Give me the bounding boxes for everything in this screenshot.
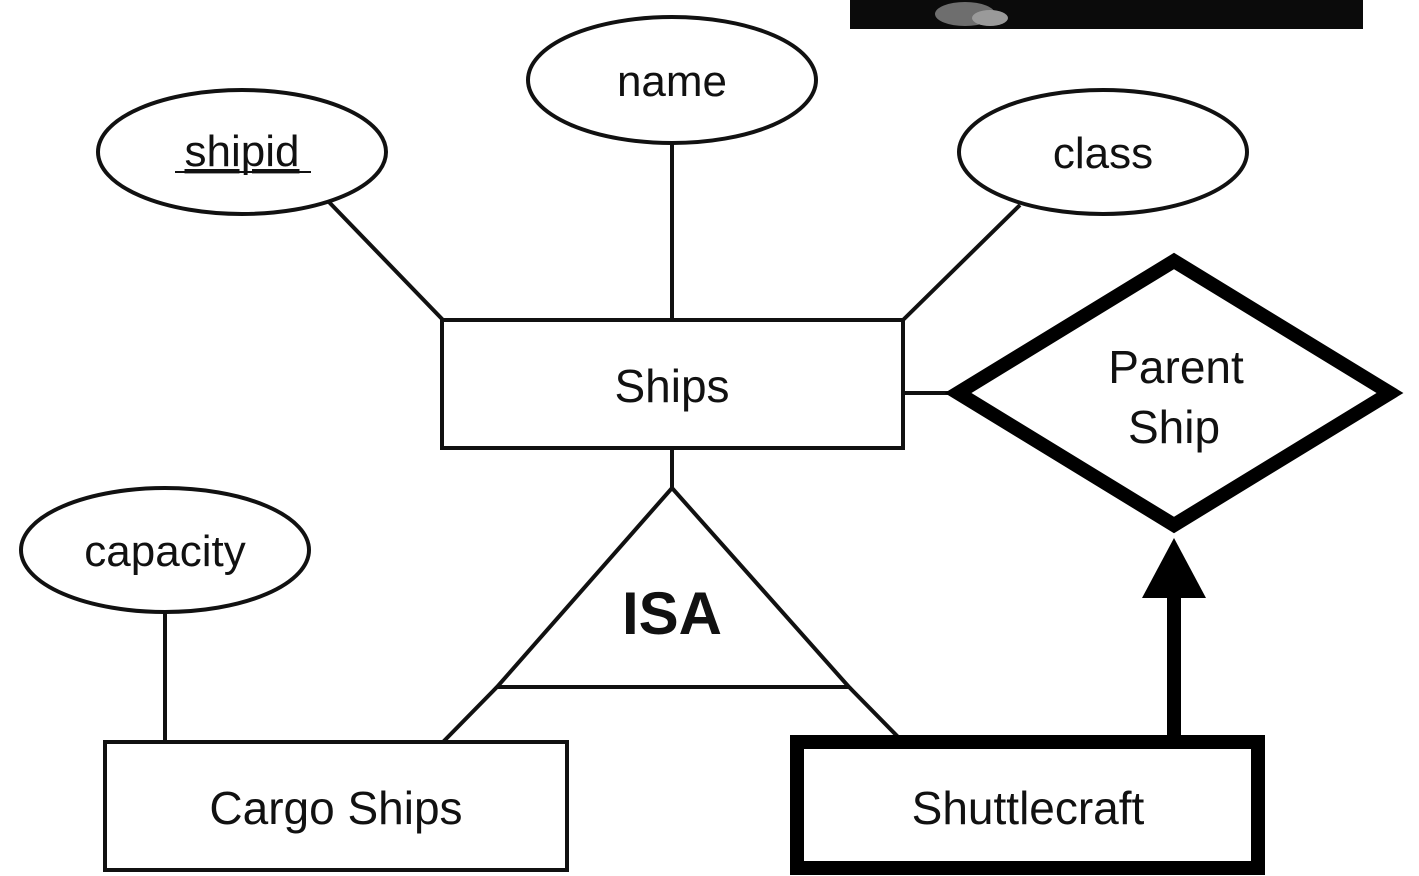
attribute-class-label: class (1053, 129, 1153, 178)
photo-fragment (850, 0, 1363, 29)
attribute-name-label: name (617, 57, 727, 106)
isa-triangle: ISA (492, 484, 854, 689)
attribute-shipid: shipid (96, 88, 388, 216)
relationship-parent-ship: Parent Ship (944, 252, 1404, 534)
entity-cargo-ships: Cargo Ships (103, 740, 569, 872)
line-isa-cargo (441, 685, 499, 744)
line-shipid-ships (325, 198, 445, 322)
attribute-capacity: capacity (19, 486, 311, 614)
attribute-capacity-label: capacity (84, 527, 245, 576)
entity-ships-label: Ships (614, 360, 729, 412)
entity-ships: Ships (440, 318, 905, 450)
isa-label: ISA (622, 580, 722, 647)
entity-shuttlecraft: Shuttlecraft (790, 735, 1265, 875)
line-class-ships (901, 203, 1022, 322)
key-constraint-arrow (1142, 538, 1206, 740)
entity-shuttlecraft-label: Shuttlecraft (912, 782, 1145, 834)
line-isa-shuttlecraft (847, 685, 905, 744)
entity-cargo-ships-label: Cargo Ships (209, 782, 462, 834)
relationship-label-line2: Ship (1128, 401, 1220, 453)
relationship-label-line1: Parent (1108, 341, 1244, 393)
attribute-name: name (526, 15, 818, 145)
attribute-shipid-label: shipid (185, 127, 300, 176)
arrowhead-icon (1142, 538, 1206, 598)
attribute-class: class (957, 88, 1249, 216)
